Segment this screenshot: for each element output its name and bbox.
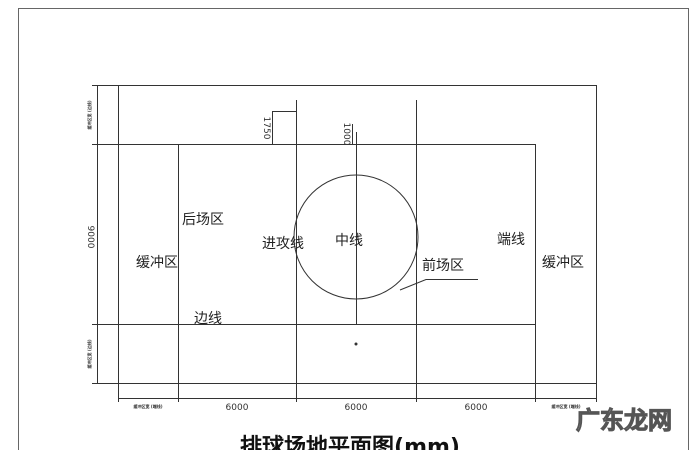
- attack-offset-dim: [272, 111, 296, 144]
- dim-buffer-end-left: 缓冲区宽 (端线): [133, 404, 163, 409]
- label-buffer-left: 缓冲区: [136, 255, 178, 271]
- label-back-zone: 后场区: [182, 212, 224, 228]
- dim-segment-1: 6000: [225, 403, 249, 413]
- label-front-zone: 前场区: [422, 258, 464, 274]
- dim-segment-3: 6000: [464, 403, 488, 413]
- dim-buffer-end-right: 缓冲区宽 (端线): [551, 404, 581, 409]
- dim-segment-2: 6000: [344, 403, 368, 413]
- drawing-title: 排球场地平面图(mm): [240, 435, 460, 450]
- dim-width: 9000: [85, 225, 95, 249]
- dim-attack-offset: 1750: [261, 116, 271, 140]
- watermark: 广东龙网: [576, 406, 673, 435]
- label-attack-line: 进攻线: [262, 236, 304, 252]
- dim-buffer-side-bottom: 缓冲区宽 (边线): [87, 339, 92, 369]
- dim-net-offset: 1000: [341, 122, 351, 146]
- dim-buffer-side-top: 缓冲区宽 (边线): [87, 100, 92, 130]
- label-center-line: 中线: [335, 233, 363, 249]
- label-side-line: 边线: [194, 311, 222, 327]
- buffer-zone-outline: [118, 85, 597, 384]
- front-zone-leader: [399, 279, 478, 291]
- label-end-line: 端线: [497, 232, 525, 248]
- drawing-frame: [18, 8, 689, 450]
- center-dot: [354, 342, 358, 346]
- center-circle: [293, 174, 419, 300]
- label-buffer-right: 缓冲区: [542, 255, 584, 271]
